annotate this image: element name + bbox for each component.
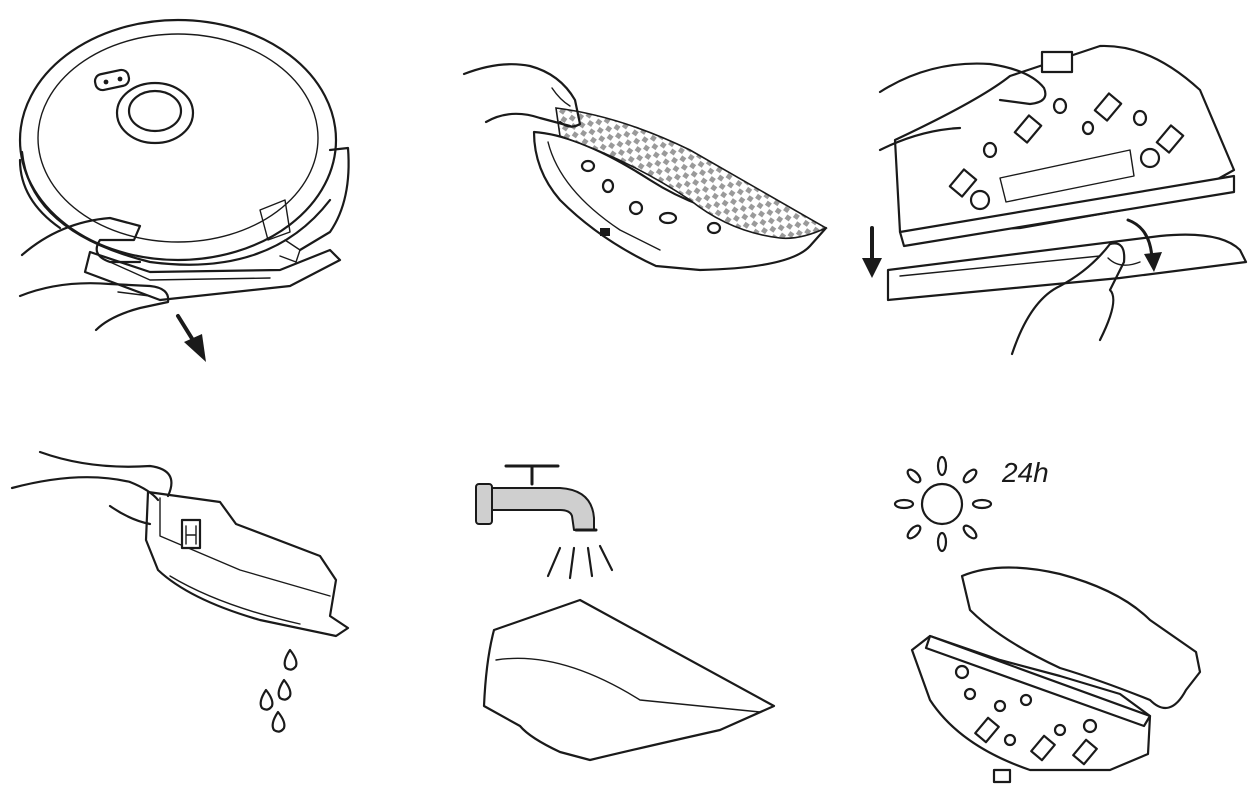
down-arrow-icon: [176, 314, 206, 362]
hand-peeling: [462, 63, 582, 128]
water-tank: [144, 490, 350, 638]
mop-plate-large: [893, 44, 1236, 248]
mop-plate: [532, 130, 828, 272]
mop-plate-drying: [910, 634, 1152, 784]
robot-vacuum: [18, 18, 350, 266]
down-arrow-icon: [862, 226, 882, 278]
mop-cloth-rinsing: [482, 598, 776, 762]
sun-icon: [893, 455, 993, 553]
step-4-drain-water-tank: [10, 450, 350, 733]
water-drop-icon: [259, 648, 298, 733]
hand-top: [878, 62, 1047, 152]
mop-module-bracket: [83, 248, 342, 302]
water-stream: [546, 544, 614, 580]
faucet-icon: [475, 464, 598, 532]
hand-holding-tank: [10, 450, 173, 526]
step-3-remove-cloth: [862, 44, 1248, 356]
curved-arrow-icon: [1126, 218, 1162, 272]
hand-bottom: [1010, 242, 1141, 356]
step-6-dry-24h: 24h: [893, 455, 1202, 784]
step-1-remove-mop-module: [18, 18, 350, 362]
step-5-rinse-mop-cloth: [475, 464, 776, 762]
dry-duration-label: 24h: [1001, 457, 1049, 488]
step-2-peel-mop-cloth: [462, 63, 828, 272]
mop-cloth-pulled: [886, 233, 1248, 302]
mop-cloth-peeling: [555, 107, 828, 240]
mop-cloth-drying: [960, 566, 1202, 710]
hand-left: [18, 216, 170, 332]
